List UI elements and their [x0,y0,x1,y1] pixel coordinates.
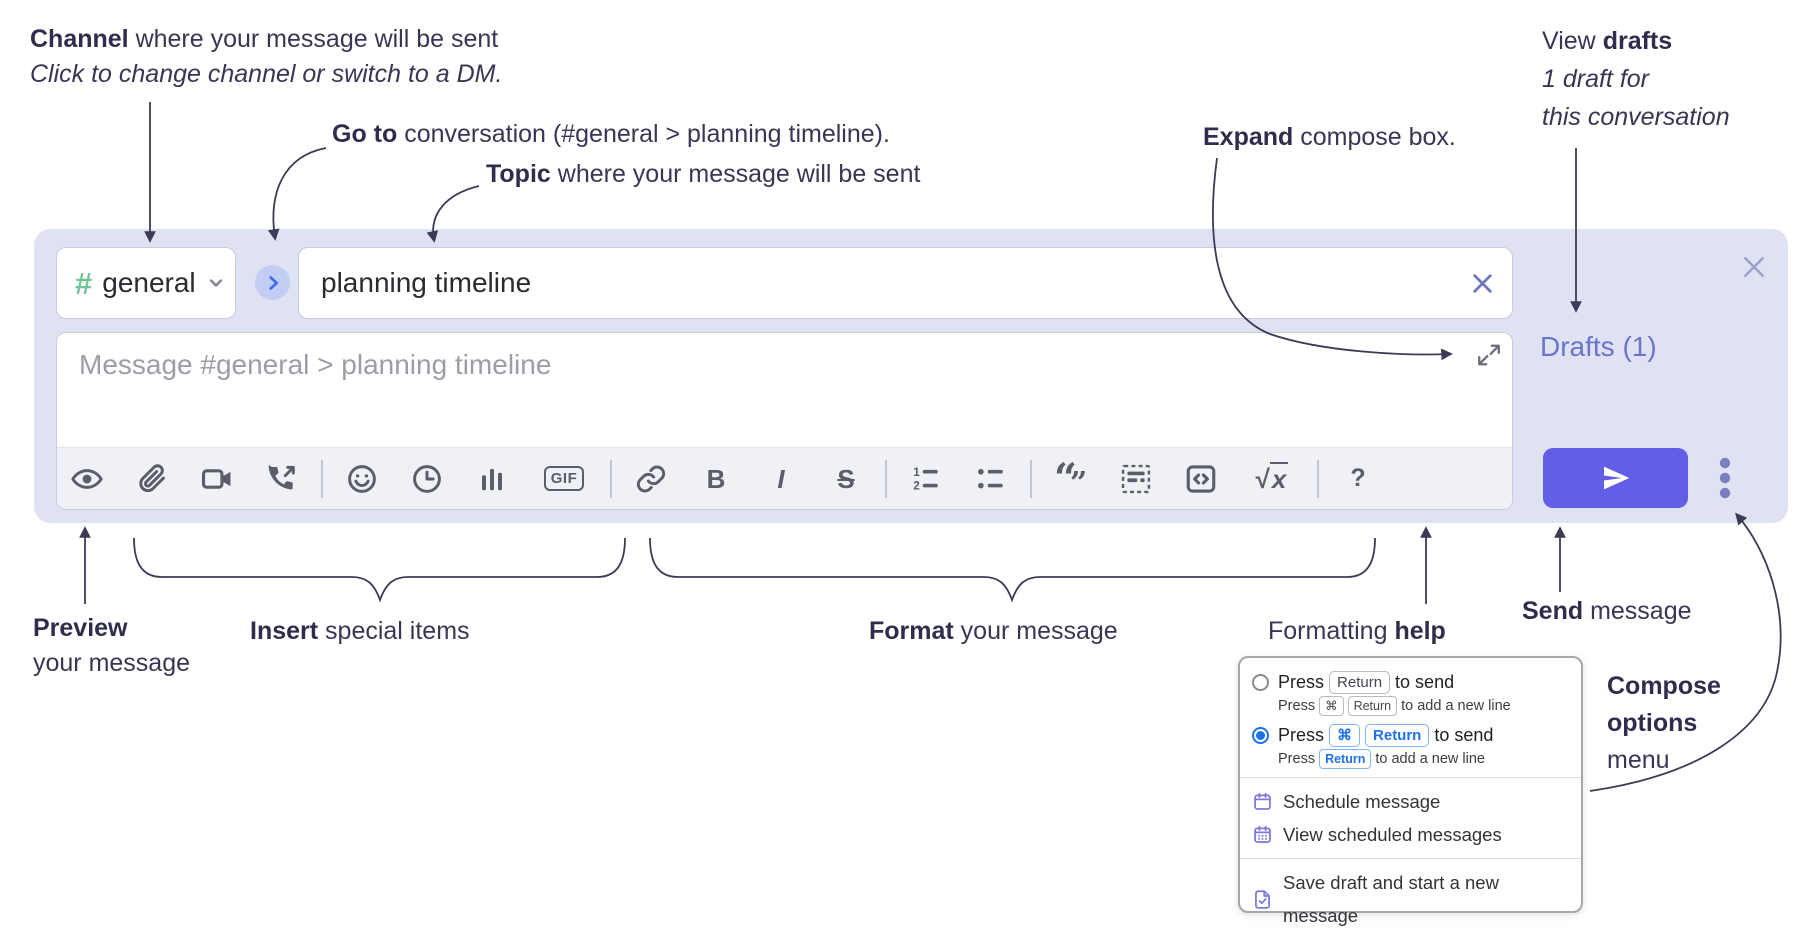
chevron-right-icon [268,275,278,290]
popup-divider [1240,858,1581,859]
annotation-channel-line2: Click to change channel or switch to a D… [30,60,503,88]
svg-text:2: 2 [913,479,920,492]
menu-item-save-draft[interactable]: Save draft and start a new message [1252,866,1569,932]
close-compose-icon[interactable] [1737,250,1771,284]
radio-off-icon[interactable] [1252,674,1269,691]
calendar-dates-icon [1254,825,1271,843]
chevron-down-icon [206,273,226,293]
menu-item-schedule-message[interactable]: Schedule message [1252,785,1569,818]
code-icon[interactable] [1184,462,1218,496]
channel-name: general [102,267,196,298]
italic-icon[interactable]: I [777,463,785,494]
voice-call-icon[interactable] [265,462,299,496]
annotation-channel: Channel where your message will be sent … [30,22,502,92]
return-key: Return [1329,670,1391,694]
save-draft-icon [1255,889,1270,909]
link-icon[interactable] [634,462,668,496]
toolbar-divider [610,459,612,498]
toolbar-divider [1030,459,1032,498]
svg-text:1: 1 [913,465,920,478]
option-cmd-return-to-send[interactable]: Press ⌘ Return to send Press Return to a… [1252,722,1569,770]
toolbar-divider [1317,459,1319,498]
message-textarea[interactable]: Message #general > planning timeline [56,332,1513,510]
annotation-insert: Insert special items [250,617,470,645]
toolbar-divider [885,459,887,498]
channel-selector[interactable]: # general [56,247,236,319]
cmd-key: ⌘ [1329,723,1361,747]
bulleted-list-icon[interactable] [974,462,1008,496]
clear-topic-icon[interactable] [1469,270,1496,297]
topic-value: planning timeline [321,267,532,298]
calendar-icon [1254,792,1271,810]
send-plane-icon [1603,466,1629,490]
annotation-view-drafts: View drafts 1 draft for this conversatio… [1542,27,1730,131]
topic-input[interactable]: planning timeline [298,247,1513,319]
annotation-preview: Preview your message [33,614,191,677]
video-call-icon[interactable] [200,462,234,496]
emoji-smiley-icon[interactable] [345,462,379,496]
popup-divider [1240,777,1581,778]
math-latex-icon[interactable]: √x [1255,461,1289,494]
annotation-channel-bold: Channel [30,25,129,53]
poll-chart-icon[interactable] [475,462,509,496]
annotation-goto: Go to conversation (#general > planning … [332,120,890,148]
channel-hash-icon: # [75,265,93,301]
time-clock-icon[interactable] [410,462,444,496]
bold-icon[interactable]: B [706,463,726,494]
return-key: Return [1365,723,1430,747]
formatting-help-icon[interactable]: ? [1350,464,1366,492]
compose-options-ellipsis-icon[interactable] [1712,456,1738,502]
go-to-conversation-button[interactable] [255,265,290,300]
annotation-formatting-help: Formatting help [1268,617,1446,645]
spoiler-icon[interactable] [1119,462,1153,496]
cmd-key: ⌘ [1319,696,1344,716]
annotation-topic: Topic where your message will be sent [486,160,921,188]
option-return-to-send[interactable]: Press Return to send Press ⌘ Return to a… [1252,669,1569,717]
quote-icon[interactable]: “ ” [1054,454,1088,502]
annotation-expand: Expand compose box. [1203,123,1456,151]
brace-insert [133,537,626,603]
toolbar-divider [321,459,323,498]
annotation-compose-options: Compose options menu [1607,672,1721,774]
arrow-goto [267,147,327,241]
return-key: Return [1319,749,1372,769]
return-key: Return [1347,696,1398,716]
attach-paperclip-icon[interactable] [135,462,169,496]
menu-item-view-scheduled-messages[interactable]: View scheduled messages [1252,818,1569,851]
radio-on-icon[interactable] [1252,727,1269,744]
annotation-send: Send message [1522,597,1692,625]
expand-compose-icon[interactable] [1476,342,1502,368]
gif-icon[interactable]: GIF [540,462,588,496]
drafts-link[interactable]: Drafts (1) [1540,331,1657,362]
send-button[interactable] [1543,448,1688,508]
compose-send-options-popup: Press Return to send Press ⌘ Return to a… [1238,656,1583,926]
strikethrough-icon[interactable]: S [837,463,855,494]
preview-eye-icon[interactable] [70,462,104,496]
annotation-channel-rest: where your message will be sent [128,25,499,53]
brace-format [649,537,1376,603]
message-placeholder: Message #general > planning timeline [79,349,552,380]
annotation-format: Format your message [869,617,1118,645]
